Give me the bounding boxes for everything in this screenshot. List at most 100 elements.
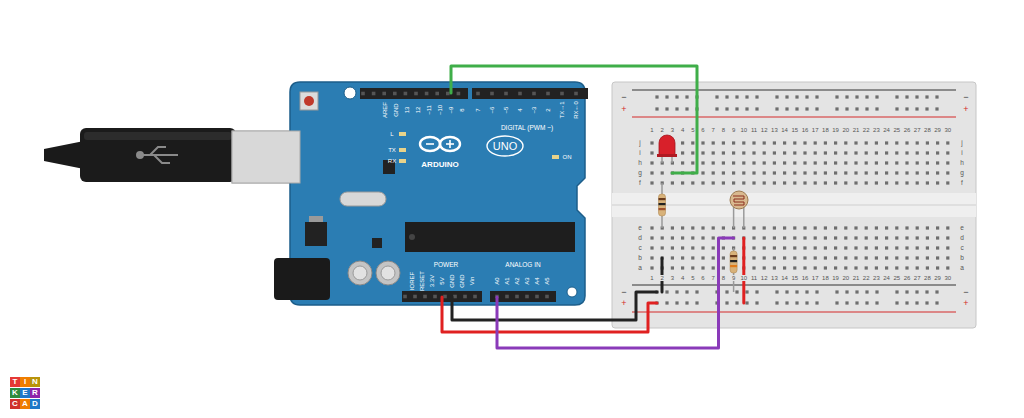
column-number: 25 bbox=[893, 127, 901, 133]
breadboard-hole bbox=[895, 151, 898, 154]
breadboard-hole bbox=[814, 161, 817, 164]
breadboard-hole bbox=[875, 107, 878, 110]
breadboard-hole bbox=[815, 95, 818, 98]
breadboard-hole bbox=[865, 301, 868, 304]
pin-label: 8 bbox=[459, 108, 465, 111]
breadboard-hole bbox=[650, 161, 653, 164]
breadboard-hole bbox=[905, 301, 908, 304]
breadboard-hole bbox=[675, 107, 678, 110]
breadboard-hole bbox=[854, 151, 857, 154]
breadboard-hole bbox=[803, 141, 806, 144]
breadboard-hole bbox=[805, 301, 808, 304]
breadboard-hole bbox=[936, 171, 939, 174]
voltage-regulator bbox=[309, 216, 323, 222]
breadboard-hole bbox=[795, 95, 798, 98]
breadboard-hole bbox=[845, 290, 848, 293]
breadboard-hole bbox=[755, 107, 758, 110]
header-pin bbox=[404, 92, 408, 96]
breadboard-hole bbox=[732, 181, 735, 184]
column-number: 21 bbox=[852, 127, 860, 133]
breadboard-hole bbox=[681, 151, 684, 154]
breadboard bbox=[612, 82, 976, 328]
breadboard-hole bbox=[650, 236, 653, 239]
header-pin bbox=[473, 295, 477, 299]
header-pin bbox=[490, 92, 494, 96]
rail-sign: − bbox=[963, 288, 969, 297]
photoresistor bbox=[730, 191, 748, 228]
breadboard-hole bbox=[916, 256, 919, 259]
breadboard-hole bbox=[793, 171, 796, 174]
header-pin bbox=[372, 92, 376, 96]
breadboard-hole bbox=[675, 290, 678, 293]
rail-sign: − bbox=[621, 288, 627, 297]
row-letter: b bbox=[960, 255, 965, 262]
header-title: ANALOG IN bbox=[505, 262, 540, 269]
status-led bbox=[552, 155, 559, 159]
breadboard-hole bbox=[763, 226, 766, 229]
usb-icon bbox=[137, 147, 178, 163]
breadboard-hole bbox=[844, 266, 847, 269]
column-number: 9 bbox=[731, 275, 735, 281]
rail-sign: + bbox=[963, 105, 969, 114]
breadboard-hole bbox=[844, 181, 847, 184]
header-pin bbox=[457, 92, 461, 96]
header-pin bbox=[403, 295, 407, 299]
breadboard-hole bbox=[803, 246, 806, 249]
header-title: POWER bbox=[434, 262, 459, 269]
header-pin bbox=[518, 92, 522, 96]
breadboard-hole bbox=[895, 290, 898, 293]
breadboard-hole bbox=[793, 236, 796, 239]
breadboard-hole bbox=[916, 266, 919, 269]
breadboard-hole bbox=[722, 256, 725, 259]
column-number: 22 bbox=[862, 127, 870, 133]
breadboard-hole bbox=[785, 290, 788, 293]
breadboard-hole bbox=[671, 256, 674, 259]
header-pin bbox=[505, 295, 509, 299]
breadboard-hole bbox=[783, 256, 786, 259]
column-number: 16 bbox=[801, 127, 809, 133]
breadboard-hole bbox=[763, 266, 766, 269]
breadboard-hole bbox=[895, 236, 898, 239]
column-number: 22 bbox=[862, 275, 870, 281]
breadboard-hole bbox=[803, 171, 806, 174]
row-letter: j bbox=[639, 140, 641, 147]
breadboard-hole bbox=[865, 290, 868, 293]
breadboard-hole bbox=[905, 246, 908, 249]
breadboard-hole bbox=[671, 266, 674, 269]
center-channel bbox=[612, 205, 976, 206]
breadboard-hole bbox=[793, 256, 796, 259]
breadboard-hole bbox=[905, 266, 908, 269]
row-letter: g bbox=[638, 170, 643, 177]
breadboard-hole bbox=[895, 95, 898, 98]
column-number: 7 bbox=[711, 275, 715, 281]
header-pin bbox=[414, 92, 418, 96]
breadboard-hole bbox=[773, 161, 776, 164]
tinkercad-logo bbox=[10, 377, 40, 409]
pin-label: 5V bbox=[439, 277, 445, 284]
breadboard-hole bbox=[875, 301, 878, 304]
breadboard-hole bbox=[793, 246, 796, 249]
breadboard-hole bbox=[773, 151, 776, 154]
header-pin bbox=[413, 295, 417, 299]
breadboard-hole bbox=[905, 151, 908, 154]
board-body bbox=[290, 82, 585, 305]
column-number: 5 bbox=[691, 275, 695, 281]
column-number: 26 bbox=[903, 127, 911, 133]
breadboard-hole bbox=[783, 141, 786, 144]
breadboard-hole bbox=[834, 161, 837, 164]
row-letter: g bbox=[960, 170, 965, 177]
header-pin bbox=[453, 295, 457, 299]
column-number: 20 bbox=[842, 275, 850, 281]
breadboard-hole bbox=[695, 301, 698, 304]
breadboard-hole bbox=[783, 181, 786, 184]
breadboard-hole bbox=[661, 171, 664, 174]
breadboard-hole bbox=[803, 256, 806, 259]
logo-letter: C bbox=[12, 400, 18, 408]
breadboard-hole bbox=[936, 226, 939, 229]
breadboard-hole bbox=[691, 256, 694, 259]
breadboard-hole bbox=[926, 171, 929, 174]
pin-label: 7 bbox=[475, 108, 481, 111]
breadboard-hole bbox=[885, 151, 888, 154]
